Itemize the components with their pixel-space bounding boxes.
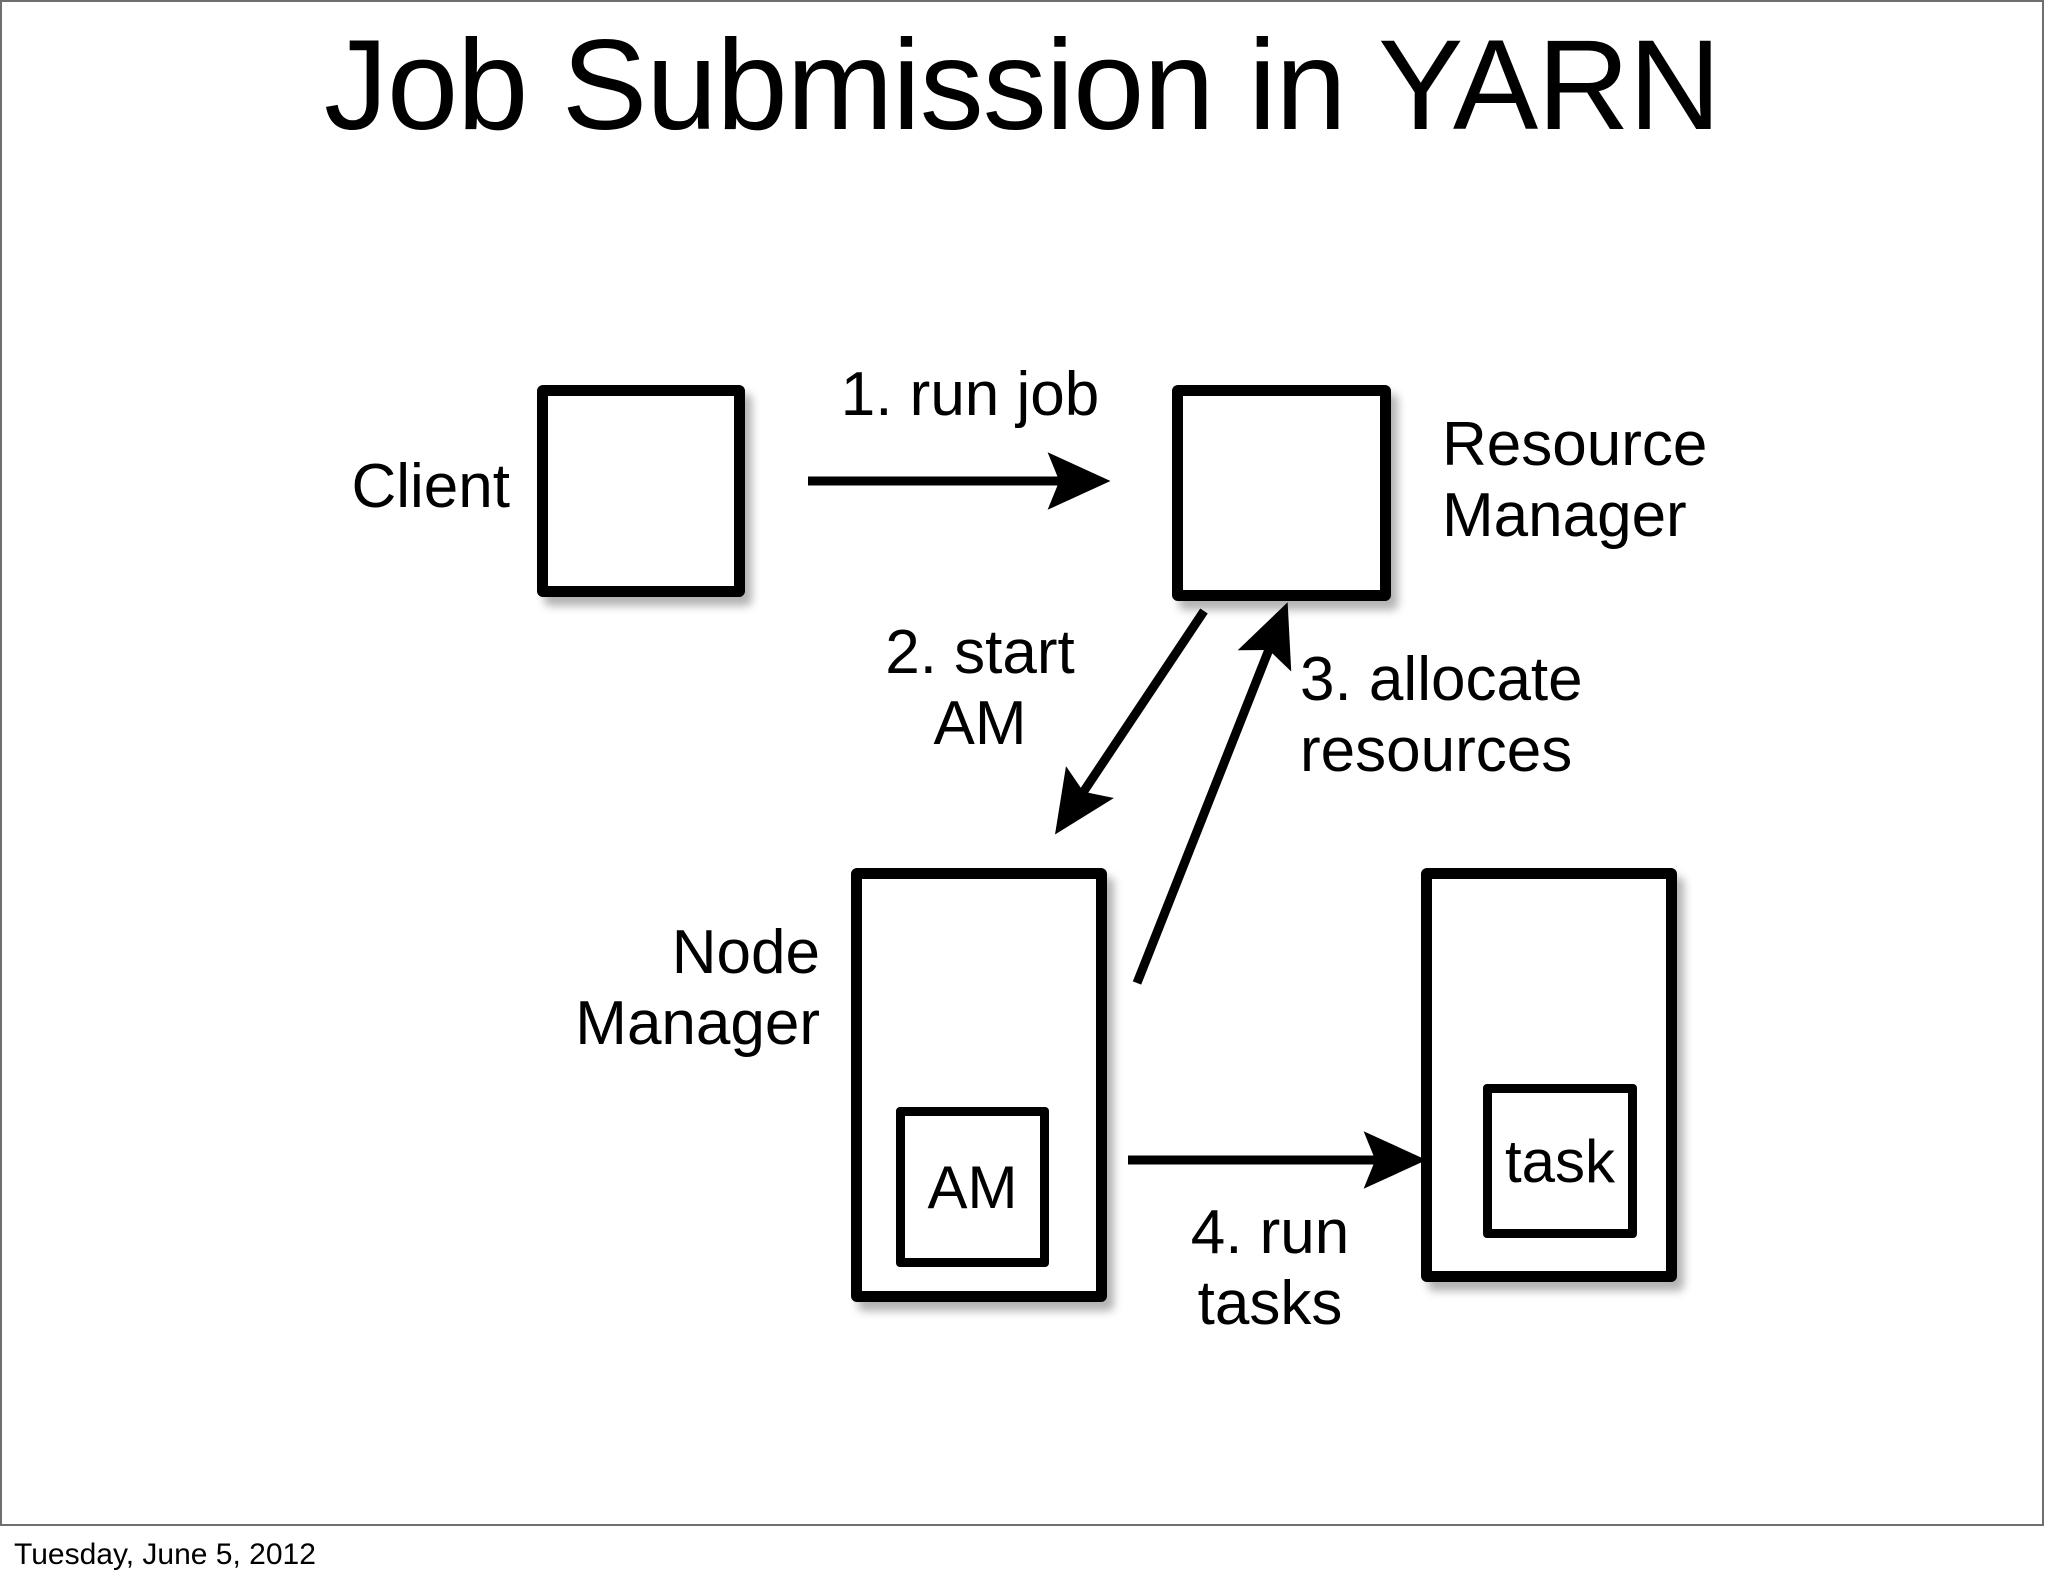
edge-label-run-tasks: 4. run tasks [1190,1198,1350,1338]
slide-title: Job Submission in YARN [323,14,1721,157]
arrow-start-am [1055,608,1208,835]
diagram-arrows [808,452,1427,1189]
am-inner-box[interactable]: AM [896,1107,1049,1267]
edge-label-run-job: 1. run job [840,360,1100,429]
node-manager-node-box[interactable]: AM [851,868,1107,1302]
task-inner-label: task [1504,1127,1616,1195]
node-manager-label: Node Manager [575,918,820,1058]
edge-label-start-am: 2. start AM [885,618,1075,758]
resource-manager-node-box[interactable] [1172,385,1391,601]
task-inner-box[interactable]: task [1483,1084,1637,1238]
client-node-box[interactable] [537,385,745,597]
resource-manager-label: Resource Manager [1442,410,1708,550]
arrow-allocate-resources [1132,602,1292,985]
task-container-node-box[interactable]: task [1421,868,1677,1282]
edge-label-allocate-resources: 3. allocate resources [1300,645,1583,785]
am-inner-label: AM [927,1153,1018,1221]
client-label: Client [351,452,510,521]
footer-date: Tuesday, June 5, 2012 [14,1538,316,1571]
